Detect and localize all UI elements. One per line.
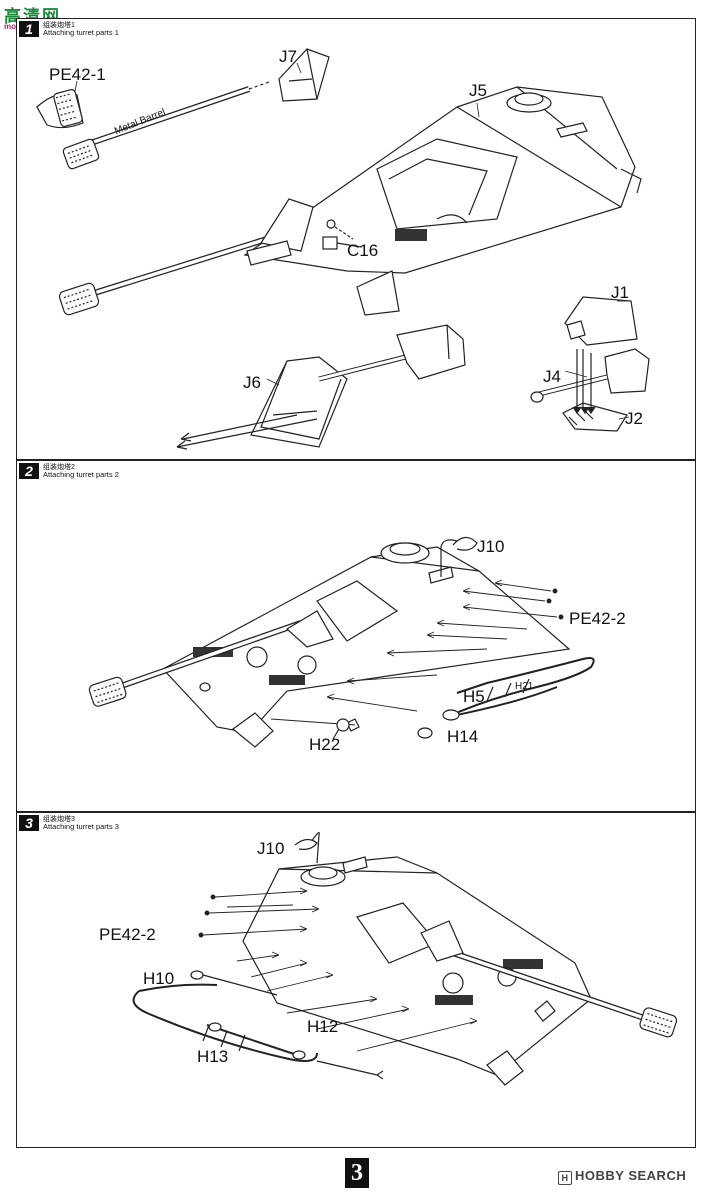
step-1-panel: 1 组装炮塔1 Attaching turret parts 1 bbox=[16, 18, 696, 460]
label-c16: C16 bbox=[347, 241, 379, 260]
assembly-arrows bbox=[198, 887, 478, 1052]
assembled-gun bbox=[58, 198, 314, 316]
label-h13: H13 bbox=[197, 1047, 229, 1066]
step-title-en: Attaching turret parts 1 bbox=[43, 28, 119, 37]
label-h21: H21 bbox=[515, 681, 534, 692]
label-j10: J10 bbox=[477, 537, 505, 556]
label-h10: H10 bbox=[143, 969, 175, 988]
hull-top-assembly bbox=[242, 856, 678, 1086]
step-title-cn: 组装炮塔3 bbox=[43, 816, 75, 823]
j10-hook bbox=[440, 536, 478, 577]
label-pe42-2: PE42-2 bbox=[569, 609, 626, 628]
label-h22: H22 bbox=[309, 735, 341, 754]
label-pe42-1: PE42-1 bbox=[49, 65, 106, 84]
c16-part bbox=[322, 219, 362, 250]
label-h14: H14 bbox=[447, 727, 479, 746]
step-3-diagram bbox=[132, 832, 678, 1086]
label-j4: J4 bbox=[543, 367, 561, 386]
leader-lines bbox=[74, 62, 630, 420]
label-j1: J1 bbox=[611, 283, 629, 302]
label-h12: H12 bbox=[307, 1017, 339, 1036]
step-title-en: Attaching turret parts 3 bbox=[43, 822, 119, 831]
label-j7: J7 bbox=[279, 47, 297, 66]
step-title-en: Attaching turret parts 2 bbox=[43, 470, 119, 479]
watermark-text: HOBBY SEARCH bbox=[575, 1168, 687, 1183]
label-j2: J2 bbox=[625, 409, 643, 428]
step-title-cn: 组装炮塔1 bbox=[43, 22, 75, 29]
j5-superstructure bbox=[243, 86, 642, 316]
h22-part bbox=[332, 718, 350, 740]
step-1-diagram bbox=[36, 48, 650, 450]
pe42-1-part bbox=[36, 89, 84, 129]
tow-cables bbox=[132, 970, 384, 1080]
j6-mantlet-cover bbox=[176, 324, 466, 450]
step-2-diagram bbox=[88, 536, 595, 748]
hull-top-assembly bbox=[88, 542, 571, 748]
step-3-panel: 3 组装炮塔3 Attaching turret parts 3 bbox=[16, 812, 696, 1148]
step-2-panel: 2 组装炮塔2 Attaching turret parts 2 bbox=[16, 460, 696, 812]
label-pe42-2: PE42-2 bbox=[99, 925, 156, 944]
step-badge: 2 bbox=[19, 463, 39, 479]
tow-cables bbox=[346, 657, 595, 739]
j10-hook bbox=[294, 832, 320, 864]
label-h5: H5 bbox=[463, 687, 485, 706]
metal-barrel bbox=[62, 81, 270, 170]
step-badge: 3 bbox=[19, 815, 39, 831]
step-title-cn: 组装炮塔2 bbox=[43, 464, 75, 471]
page-number: 3 bbox=[345, 1158, 369, 1188]
label-j6: J6 bbox=[243, 373, 261, 392]
hobbysearch-icon: H bbox=[558, 1171, 572, 1185]
j1-j4-j2-breech bbox=[530, 296, 650, 432]
step-badge: 1 bbox=[19, 21, 39, 37]
label-j10: J10 bbox=[257, 839, 285, 858]
label-j5: J5 bbox=[469, 81, 487, 100]
j7-mantlet bbox=[278, 48, 330, 102]
